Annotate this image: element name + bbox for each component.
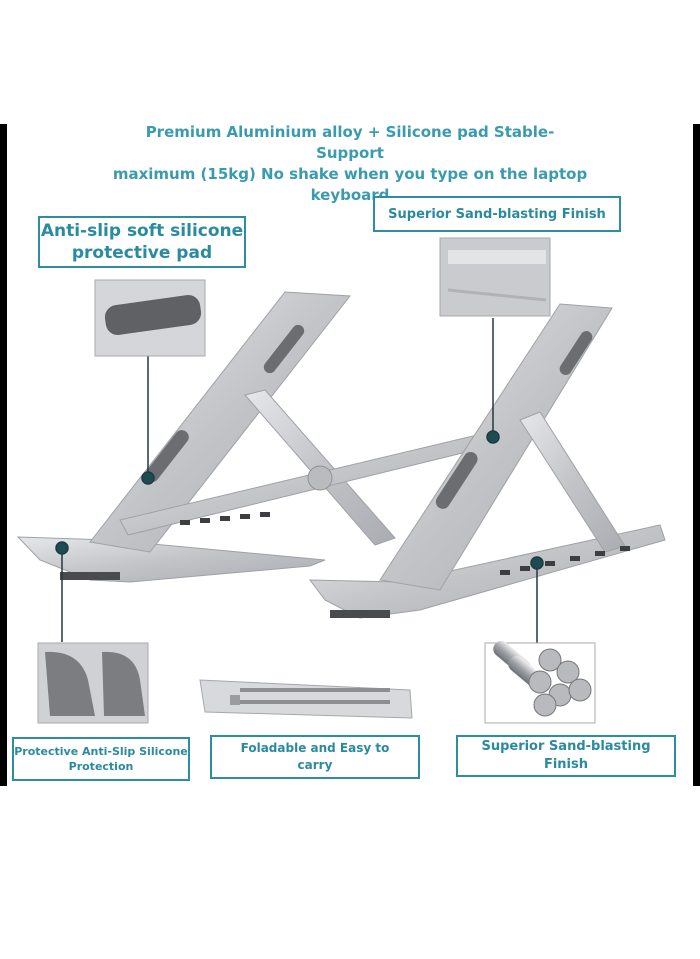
left-border xyxy=(0,124,7,786)
marker-dot xyxy=(486,430,500,444)
callout-silicone-pad-line-2: protective pad xyxy=(71,243,213,263)
thumb-silicone-pad xyxy=(94,279,206,357)
callout-foldable-line-1: Foladable and Easy to xyxy=(240,741,390,755)
headline-line-1: Premium Aluminium alloy + Silicone pad S… xyxy=(145,123,555,162)
callout-protection-line-2: Protection xyxy=(68,760,134,773)
right-brace xyxy=(519,411,626,553)
callout-protection-line-1: Protective Anti-Slip Silicone xyxy=(14,745,188,758)
callout-protection: Protective Anti-Slip Silicone Protection xyxy=(12,737,190,781)
silicone-pad xyxy=(559,331,593,375)
thumb-sand-blasting-top xyxy=(439,237,551,317)
vent-slots xyxy=(180,512,630,575)
marker-dot xyxy=(530,556,544,570)
headline-line-2: maximum (15kg) No shake when you type on… xyxy=(112,165,588,183)
headline-line-3: keyboard xyxy=(310,186,390,204)
marker-dot xyxy=(141,471,155,485)
callout-finish-top-label: Superior Sand-blasting Finish xyxy=(388,206,606,222)
silicone-pad xyxy=(435,452,478,509)
callout-silicone-pad-line-1: Anti-slip soft silicone xyxy=(40,221,244,241)
callout-finish-bottom-line-1: Superior Sand-blasting xyxy=(481,739,651,754)
callout-finish-bottom: Superior Sand-blasting Finish xyxy=(456,735,676,777)
marker-dot xyxy=(55,541,69,555)
callout-foldable-line-2: carry xyxy=(297,758,333,772)
right-foot-pad xyxy=(330,610,390,618)
thumb-rods xyxy=(484,641,596,724)
callout-silicone-pad: Anti-slip soft silicone protective pad xyxy=(38,216,246,268)
thumb-anti-slip xyxy=(37,642,149,724)
thumb-folded-stand xyxy=(199,679,413,719)
right-arm xyxy=(379,303,613,591)
callout-foldable: Foladable and Easy to carry xyxy=(210,735,420,779)
headline: Premium Aluminium alloy + Silicone pad S… xyxy=(110,122,590,206)
left-foot-pad xyxy=(60,572,120,580)
callout-finish-bottom-line-2: Finish xyxy=(543,757,589,772)
right-border xyxy=(693,124,700,786)
silicone-pad xyxy=(263,324,305,374)
silicone-pad xyxy=(145,430,189,482)
callout-finish-top: Superior Sand-blasting Finish xyxy=(373,196,621,232)
pivot-joint xyxy=(307,465,333,491)
